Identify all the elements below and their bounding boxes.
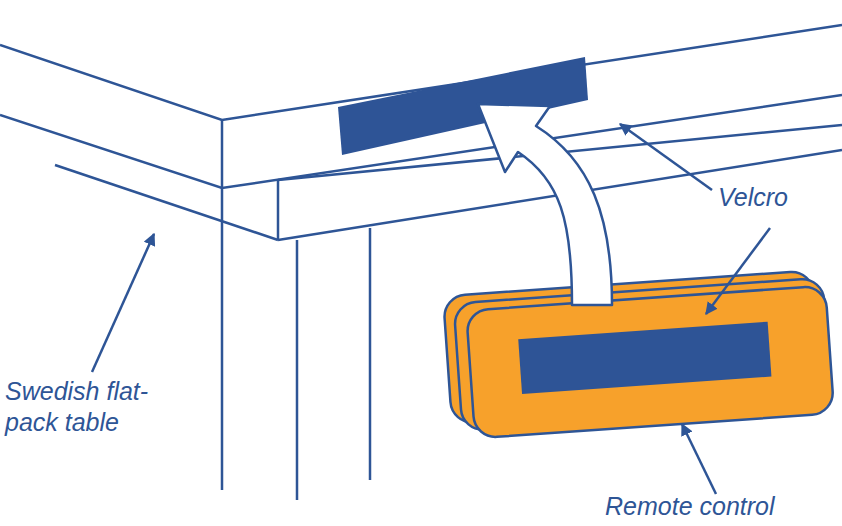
table-label: Swedish flat-pack table (5, 376, 185, 439)
leader-lines (92, 124, 770, 494)
remote-label: Remote control (605, 491, 825, 522)
move-arrow (478, 104, 612, 305)
remote-velcro (518, 322, 771, 394)
remote-control (443, 270, 834, 440)
table-lines (0, 25, 842, 500)
velcro-label: Velcro (718, 182, 838, 213)
